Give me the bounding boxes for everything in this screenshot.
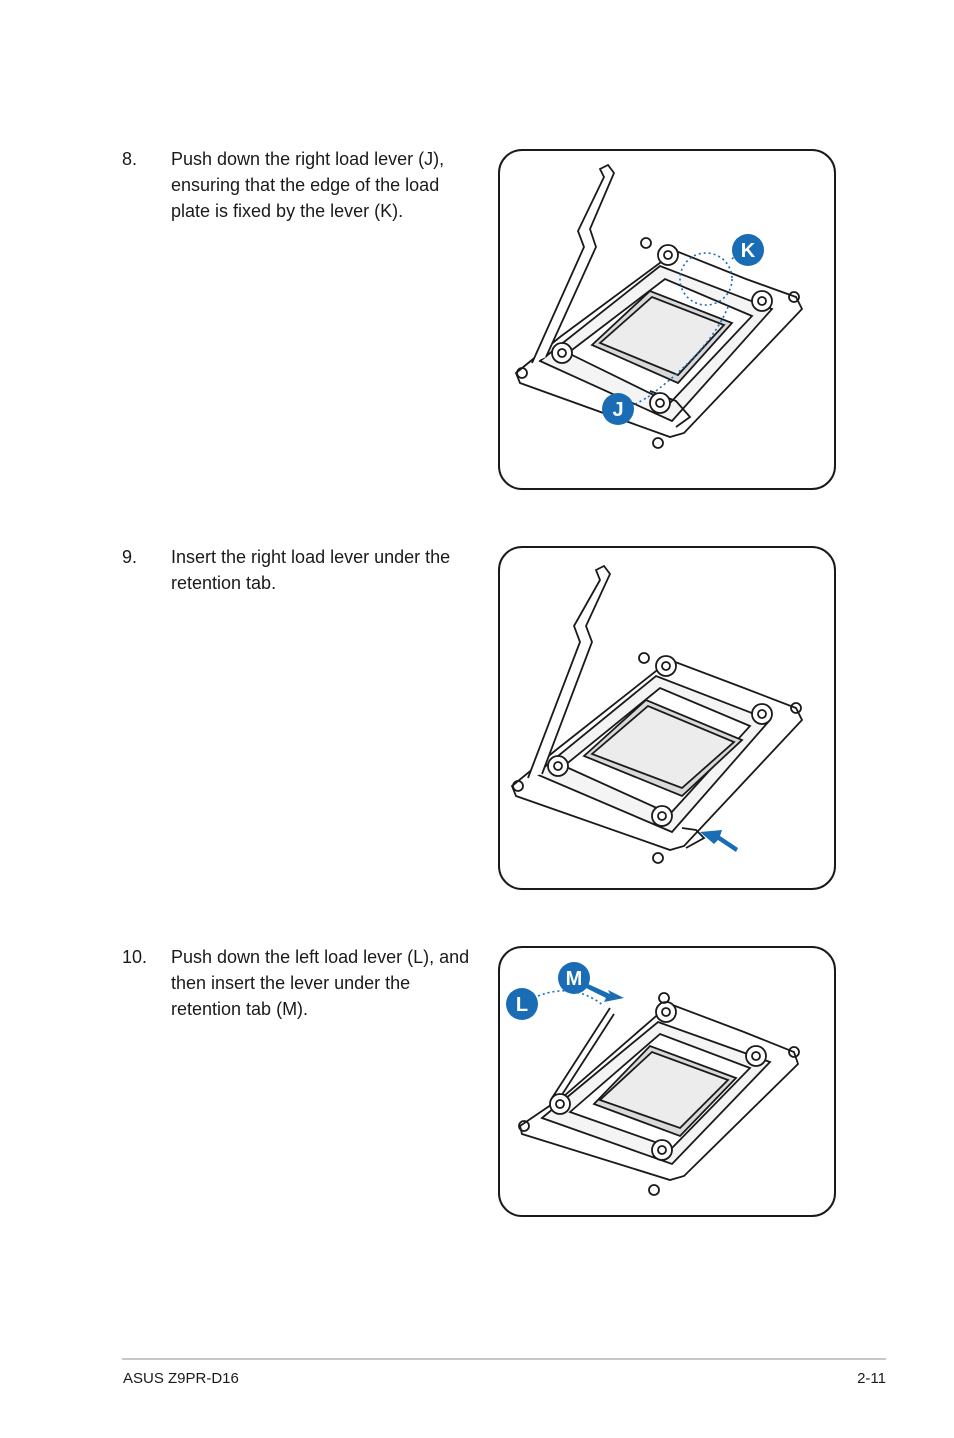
arrow-icon <box>586 984 624 1002</box>
step-text: Insert the right load lever under the re… <box>171 547 451 593</box>
step-number: 9. <box>122 547 138 567</box>
socket-illustration: M L <box>506 962 800 1196</box>
figure-step-9 <box>498 546 836 890</box>
socket-illustration: K J <box>514 163 804 449</box>
callout-l: L <box>516 994 528 1016</box>
callout-j: J <box>612 399 623 421</box>
step-number: 10. <box>122 947 148 967</box>
step-number: 8. <box>122 149 138 169</box>
step-text: Push down the right load lever (J), ensu… <box>171 149 445 221</box>
footer-product-name: ASUS Z9PR-D16 <box>123 1370 239 1387</box>
arrow-icon <box>700 830 738 852</box>
footer-divider <box>122 1358 886 1360</box>
callout-m: M <box>566 968 583 990</box>
step-text: Push down the left load lever (L), and t… <box>171 947 470 1019</box>
socket-illustration <box>510 564 804 864</box>
figure-step-10: M L <box>498 946 836 1217</box>
callout-k: K <box>741 240 756 262</box>
footer-page-number: 2-11 <box>857 1370 886 1387</box>
figure-step-8: K J <box>498 149 836 490</box>
